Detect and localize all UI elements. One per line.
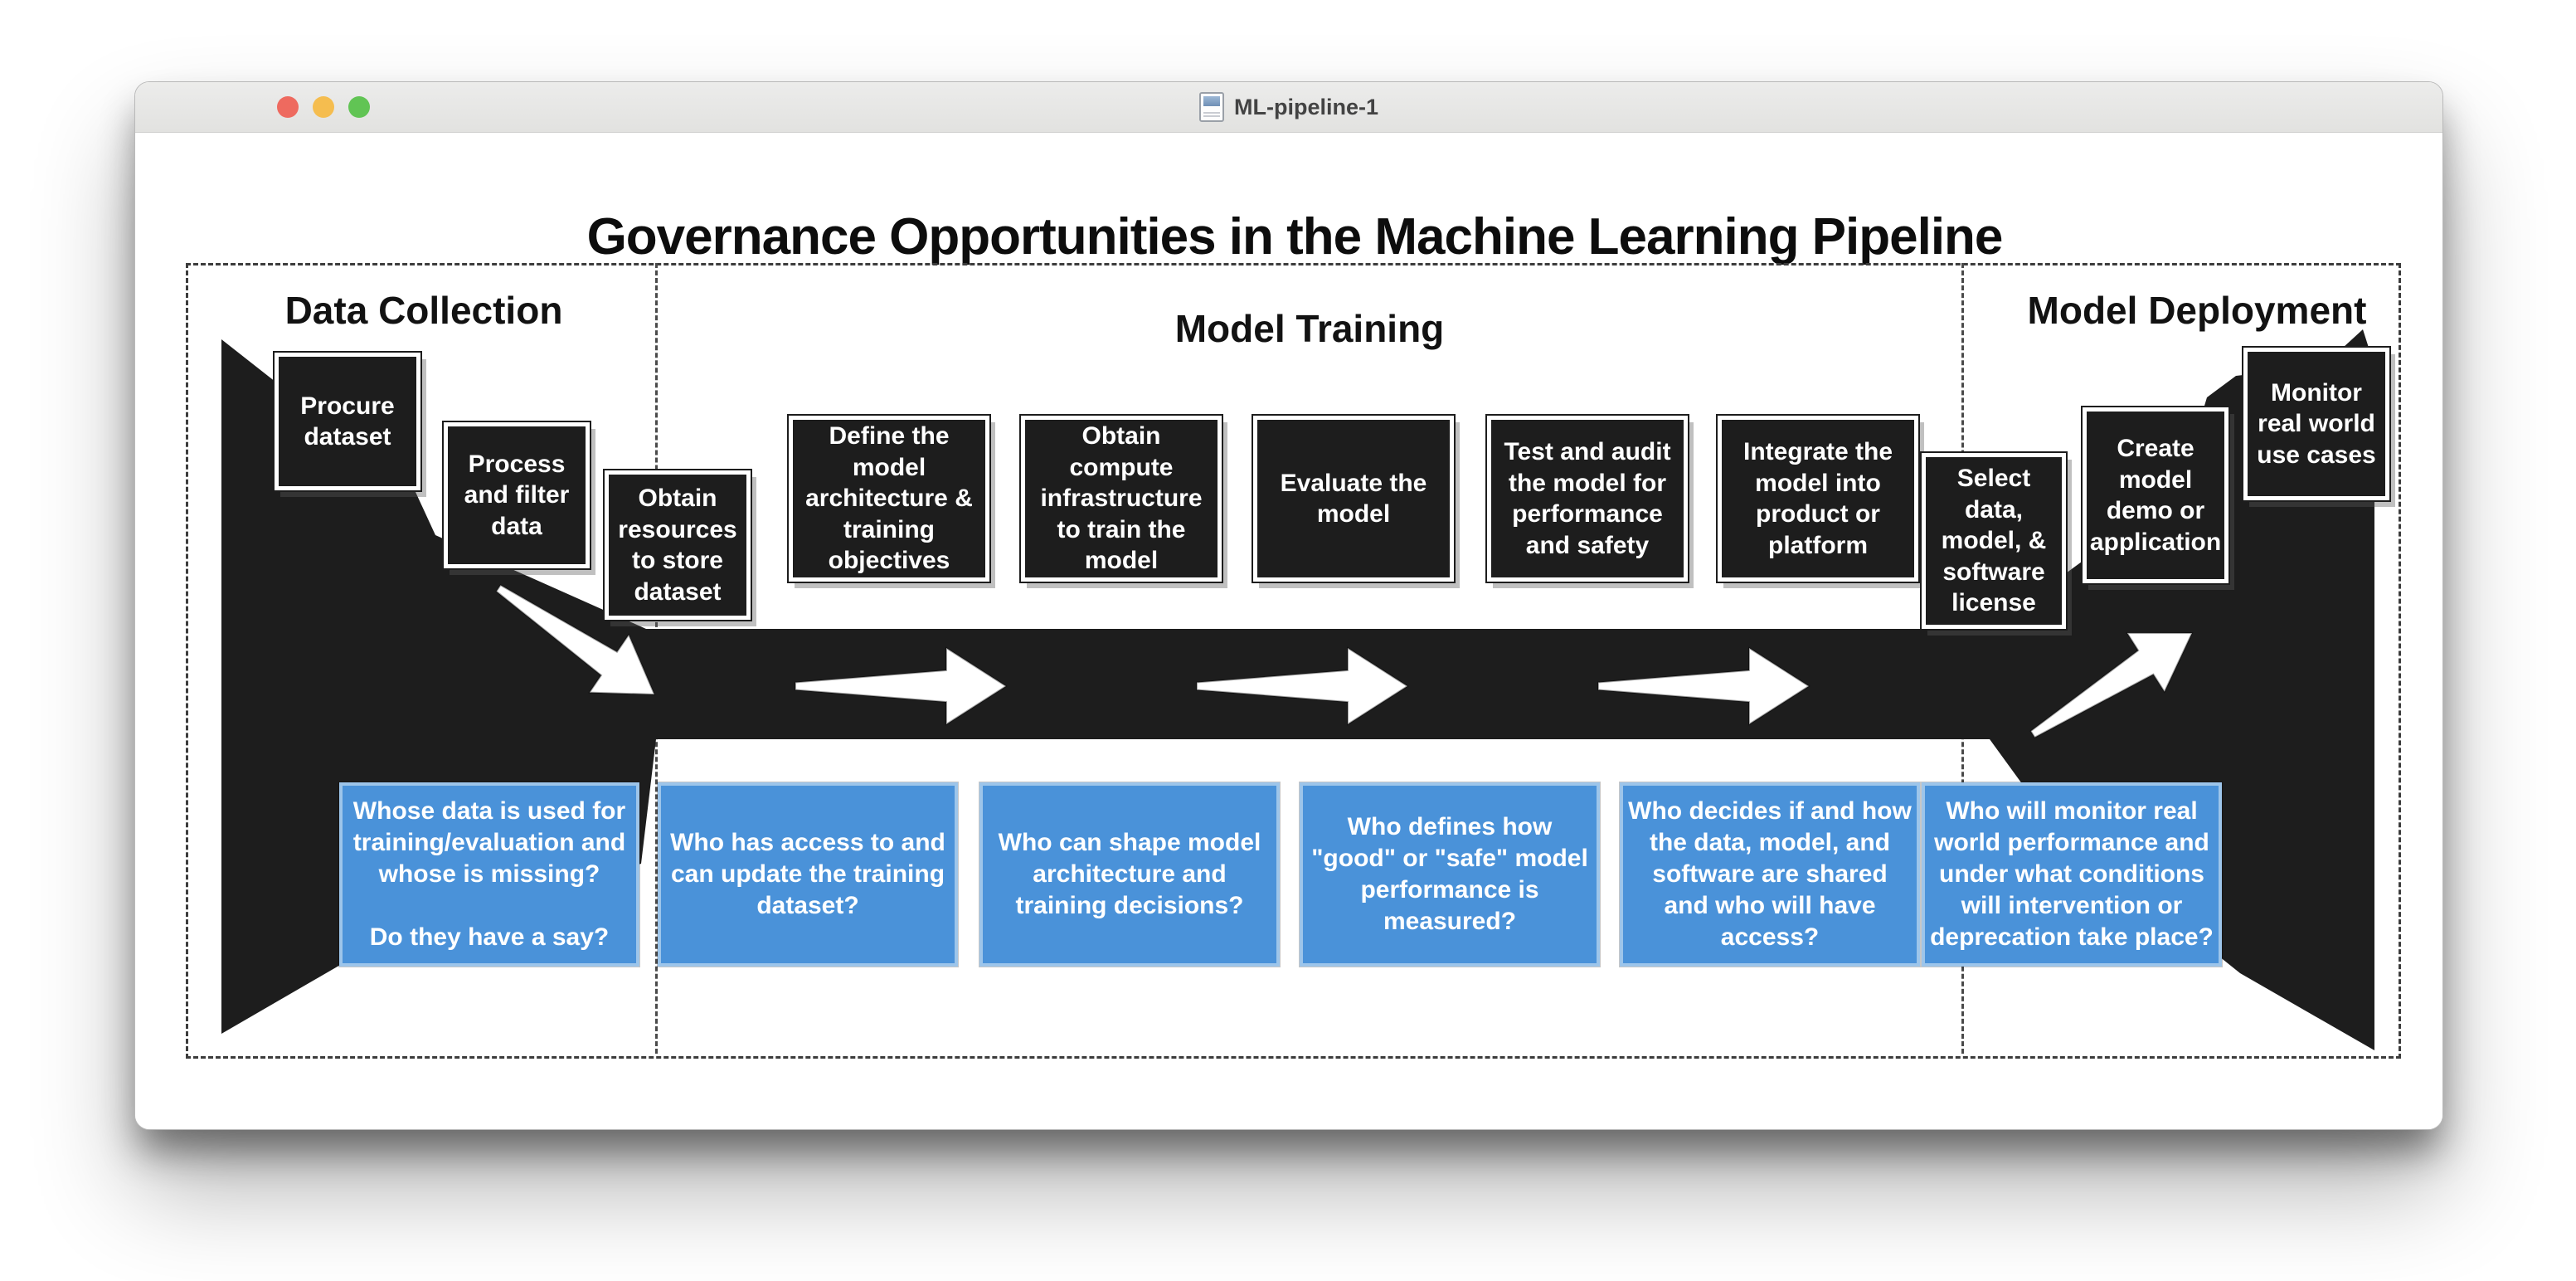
pipeline-step-box: Monitor real world use cases xyxy=(2243,348,2389,500)
close-button[interactable] xyxy=(277,96,299,118)
governance-question-box: Who will monitor real world performance … xyxy=(1922,782,2222,967)
governance-question-label: Whose data is used for training/evaluati… xyxy=(352,796,626,952)
pipeline-step-box: Obtain compute infrastructure to train t… xyxy=(1021,416,1222,582)
pipeline-step-label: Evaluate the model xyxy=(1280,469,1427,528)
pipeline-step-box: Evaluate the model xyxy=(1253,416,1454,582)
pipeline-step-box: Test and audit the model for performance… xyxy=(1487,416,1688,582)
flow-arrow-icon xyxy=(2029,631,2194,739)
pipeline-step-label: Process and filter data xyxy=(464,450,570,540)
governance-question-box: Whose data is used for training/evaluati… xyxy=(339,782,639,967)
pipeline-step-box: Obtain resources to store dataset xyxy=(605,470,751,620)
pipeline-step-label: Obtain compute infrastructure to train t… xyxy=(1040,422,1203,575)
governance-question-label: Who decides if and how the data, model, … xyxy=(1628,796,1912,952)
pipeline-step-label: Test and audit the model for performance… xyxy=(1504,438,1671,559)
flow-arrow-icon xyxy=(1597,646,1810,726)
window-title-group: ML-pipeline-1 xyxy=(1199,92,1378,122)
governance-question-box: Who decides if and how the data, model, … xyxy=(1620,782,1920,967)
pipeline-step-box: Integrate the model into product or plat… xyxy=(1718,416,1918,582)
pipeline-step-label: Create model demo or application xyxy=(2089,435,2222,556)
pipeline-dashed-frame xyxy=(186,263,2401,1059)
governance-question-box: Who has access to and can update the tra… xyxy=(658,782,958,967)
governance-question-box: Who defines how "good" or "safe" model p… xyxy=(1300,782,1600,967)
pipeline-step-box: Create model demo or application xyxy=(2083,407,2228,583)
pipeline-step-box: Procure dataset xyxy=(275,353,420,490)
app-window: ML-pipeline-1 Governance Opportunities i… xyxy=(134,81,2443,1130)
pipeline-step-label: Obtain resources to store dataset xyxy=(618,485,737,606)
pipeline-step-label: Select data, model, & software license xyxy=(1941,465,2047,617)
pipeline-step-label: Integrate the model into product or plat… xyxy=(1742,438,1893,559)
minimize-button[interactable] xyxy=(313,96,334,118)
zoom-button[interactable] xyxy=(348,96,370,118)
governance-question-label: Who defines how "good" or "safe" model p… xyxy=(1311,812,1588,936)
governance-question-label: Who will monitor real world performance … xyxy=(1930,796,2214,952)
section-header-model-deployment: Model Deployment xyxy=(2027,289,2367,332)
pipeline-step-label: Procure dataset xyxy=(300,392,395,451)
pipeline-step-label: Monitor real world use cases xyxy=(2257,378,2376,469)
pipeline-funnel-graphic xyxy=(221,329,2374,1050)
governance-question-box: Who can shape model architecture and tra… xyxy=(979,782,1280,967)
governance-question-label: Who has access to and can update the tra… xyxy=(670,828,945,920)
section-header-data-collection: Data Collection xyxy=(284,289,563,332)
flow-arrow-icon xyxy=(495,583,656,696)
window-title: ML-pipeline-1 xyxy=(1234,94,1378,119)
flow-arrow-icon xyxy=(1196,646,1409,726)
window-title-bar[interactable]: ML-pipeline-1 xyxy=(135,82,2442,133)
section-header-model-training: Model Training xyxy=(1174,307,1445,350)
pipeline-step-label: Define the model architecture & training… xyxy=(805,422,973,575)
diagram-canvas: Governance Opportunities in the Machine … xyxy=(135,133,2442,1129)
flow-arrow-icon xyxy=(795,646,1008,726)
pipeline-step-box: Define the model architecture & training… xyxy=(789,416,989,582)
pipeline-step-box: Process and filter data xyxy=(444,422,590,568)
diagram-title: Governance Opportunities in the Machine … xyxy=(586,208,2004,265)
document-icon xyxy=(1199,92,1224,122)
governance-question-label: Who can shape model architecture and tra… xyxy=(998,828,1261,920)
pipeline-step-box: Select data, model, & software license xyxy=(1922,453,2066,629)
